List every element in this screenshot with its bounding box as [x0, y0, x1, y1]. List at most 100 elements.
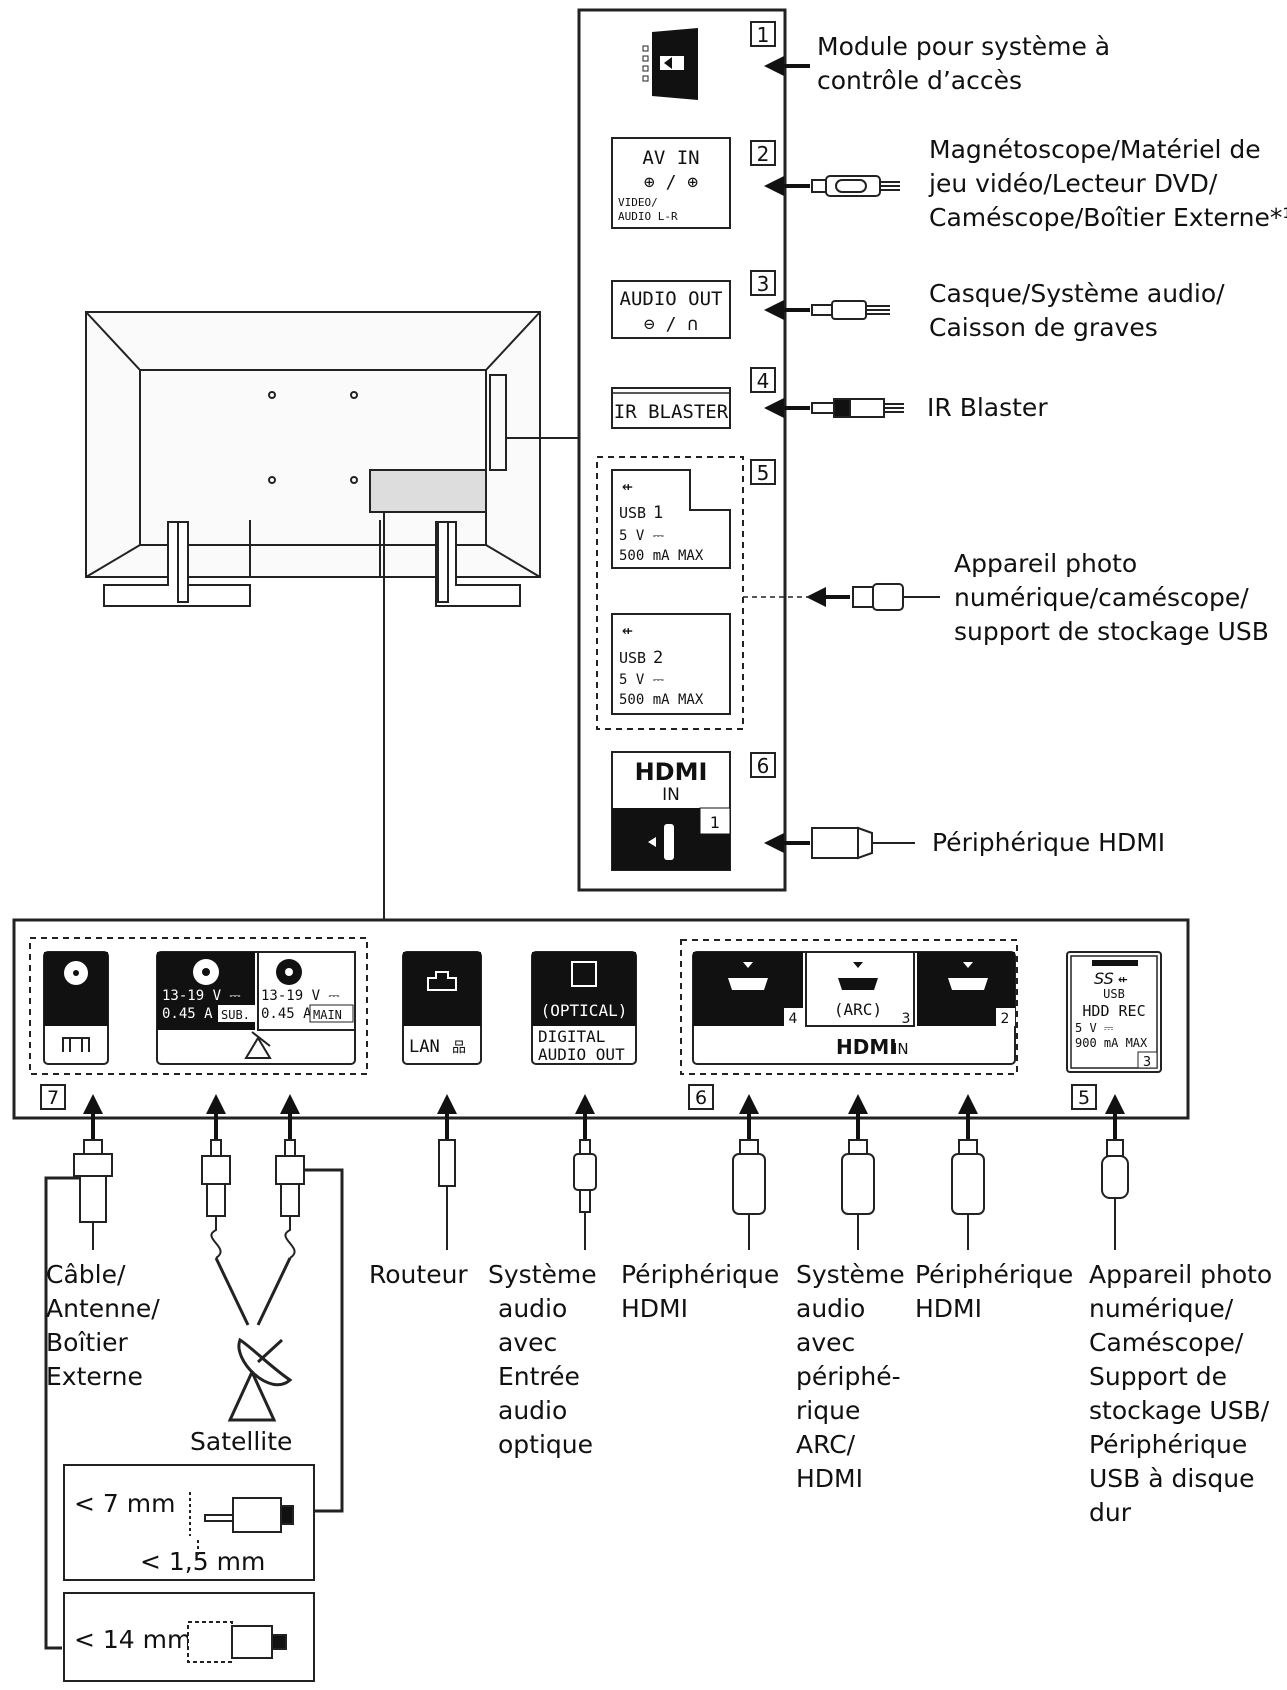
cam-slot — [642, 28, 698, 100]
dimension-box-satellite: < 7 mm < 1,5 mm — [63, 1464, 315, 1581]
svg-text:5: 5 — [757, 461, 770, 485]
satellite-dish-icon — [244, 1031, 272, 1059]
svg-text:(OPTICAL): (OPTICAL) — [541, 1001, 628, 1020]
svg-text:MAIN: MAIN — [313, 1008, 342, 1022]
svg-text:⊖ / ∩: ⊖ / ∩ — [644, 314, 698, 335]
usb-port-1: ⇷ USB 1 5 V ⎓ 500 mA MAX — [611, 469, 731, 569]
svg-text:HDMI: HDMI — [635, 758, 708, 786]
svg-text:900 mA MAX: 900 mA MAX — [1075, 1036, 1148, 1050]
hdmi-plug-side — [811, 826, 915, 860]
antenna-group: 13-19 V ⎓ 0.45 A SUB. 13-19 V ⎓ 0.45 A M… — [29, 937, 368, 1075]
cable-loop-right — [304, 1168, 344, 1513]
audio-plug — [811, 300, 890, 320]
svg-text:13-19 V ⎓: 13-19 V ⎓ — [162, 988, 241, 1004]
svg-text:SUB.: SUB. — [221, 1008, 250, 1022]
svg-text:1: 1 — [710, 813, 720, 832]
svg-text:4: 4 — [789, 1011, 798, 1027]
svg-text:AV IN: AV IN — [642, 147, 699, 169]
hdmi-plug-b1 — [732, 1139, 766, 1250]
svg-text:6: 6 — [695, 1087, 707, 1109]
ir-blaster-plug — [811, 398, 904, 418]
badge-6-bottom: 6 — [688, 1084, 714, 1110]
svg-text:5: 5 — [1078, 1087, 1090, 1109]
bottom-arrows — [83, 1094, 1125, 1140]
rf-plug — [73, 1139, 113, 1250]
svg-text:6: 6 — [757, 754, 770, 778]
badge-1: 1 — [750, 21, 776, 47]
svg-text:USB: USB — [619, 504, 646, 522]
svg-text:5 V ⎓: 5 V ⎓ — [619, 528, 664, 544]
svg-text:500 mA MAX: 500 mA MAX — [619, 548, 704, 564]
hdmi-bottom-group: 4 (ARC) 3 2 HDMI IN — [680, 939, 1018, 1075]
svg-text:0.45 A: 0.45 A — [261, 1006, 312, 1022]
lan-plug — [438, 1139, 456, 1250]
hdmi-port-2: 2 — [917, 952, 1015, 1027]
f-plug-2 — [275, 1139, 305, 1259]
badge-5: 5 — [750, 459, 776, 485]
svg-text:AUDIO OUT: AUDIO OUT — [620, 288, 723, 310]
svg-text:IN: IN — [893, 1040, 909, 1058]
usb-icon: ⇷ — [1118, 969, 1128, 988]
svg-text:SS: SS — [1094, 969, 1114, 988]
label-satellite: Satellite — [190, 1427, 292, 1456]
svg-text:HDD REC: HDD REC — [1082, 1002, 1145, 1020]
svg-text:1: 1 — [653, 503, 663, 523]
label-audio-out: Casque/Système audio/Caisson de graves — [929, 279, 1225, 342]
svg-text:AUDIO L-R: AUDIO L-R — [618, 210, 678, 223]
svg-text:VIDEO/: VIDEO/ — [618, 196, 658, 209]
svg-text:2: 2 — [653, 648, 663, 668]
svg-text:13-19 V ⎓: 13-19 V ⎓ — [261, 988, 340, 1004]
svg-text:500 mA MAX: 500 mA MAX — [619, 692, 704, 708]
badge-2: 2 — [750, 140, 776, 166]
av-in-port: AV IN ⊕ / ⊕ VIDEO/ AUDIO L-R — [611, 137, 731, 229]
svg-text:2: 2 — [757, 142, 770, 166]
svg-text:3: 3 — [1143, 1055, 1151, 1070]
usb-plug-bottom — [1101, 1139, 1129, 1250]
svg-text:< 14 mm: < 14 mm — [74, 1625, 191, 1654]
svg-text:3: 3 — [757, 272, 770, 296]
svg-text:DIGITAL: DIGITAL — [538, 1027, 605, 1046]
label-ir-blaster: IR Blaster — [927, 393, 1048, 422]
svg-text:IR BLASTER: IR BLASTER — [614, 401, 729, 423]
av-plug — [811, 175, 900, 197]
dimension-box-cable: < 14 mm — [63, 1592, 315, 1682]
lan-port: LAN 品 — [402, 951, 482, 1065]
svg-text:5 V ⎓: 5 V ⎓ — [619, 672, 664, 688]
network-icon: 品 — [452, 1040, 466, 1056]
svg-text:1: 1 — [757, 23, 770, 47]
optical-plug — [573, 1139, 597, 1250]
side-number-badges: 1 2 3 4 5 6 — [750, 21, 776, 778]
svg-text:2: 2 — [1001, 1011, 1010, 1027]
hdmi-in-1-port: HDMI IN 1 — [611, 751, 731, 871]
svg-text:0.45 A: 0.45 A — [162, 1006, 213, 1022]
side-arrows — [764, 56, 850, 853]
usb-icon: ⇷ — [622, 476, 633, 497]
rf-antenna-port — [43, 951, 109, 1065]
satellite-dish-icon — [214, 1257, 293, 1422]
bottom-number-badges: 7 6 5 — [40, 1084, 1097, 1110]
svg-text:5 V ⎓: 5 V ⎓ — [1075, 1021, 1114, 1035]
usb-icon: ⇷ — [622, 620, 633, 641]
svg-text:3: 3 — [902, 1011, 911, 1027]
hdmi-plug-b2 — [841, 1139, 875, 1250]
svg-text:USB: USB — [1103, 987, 1125, 1001]
optical-port: (OPTICAL) DIGITAL AUDIO OUT — [531, 951, 637, 1065]
tv-rear-illustration — [85, 311, 541, 607]
svg-text:(ARC): (ARC) — [834, 1000, 882, 1019]
usb3-hdd-port: SS ⇷ USB HDD REC 5 V ⎓ 900 mA MAX 3 — [1066, 951, 1162, 1073]
badge-7: 7 — [40, 1084, 66, 1110]
svg-text:HDMI: HDMI — [836, 1035, 897, 1059]
svg-text:⊕ / ⊕: ⊕ / ⊕ — [644, 172, 698, 193]
bottom-plugs — [73, 1139, 1129, 1259]
hdmi-port-3-arc: (ARC) 3 — [805, 951, 915, 1027]
